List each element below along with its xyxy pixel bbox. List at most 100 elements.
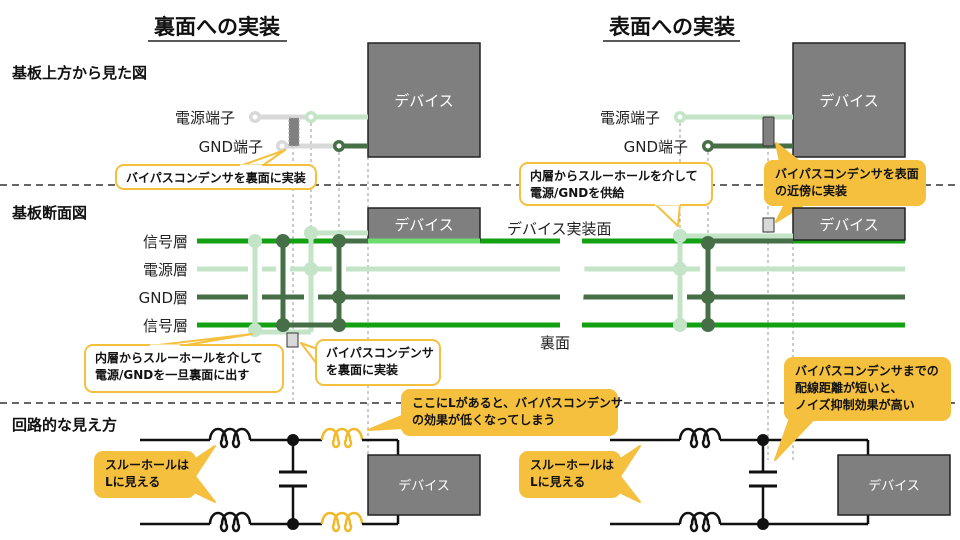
via-pad xyxy=(276,234,290,248)
device-label: デバイス xyxy=(398,478,450,494)
device-label: デバイス xyxy=(868,478,920,494)
via-inductor xyxy=(678,511,722,533)
callout-pointer xyxy=(654,203,681,227)
callout-pointer xyxy=(367,414,405,431)
section-cross-section: 基板断面図 xyxy=(11,204,87,222)
via-pad xyxy=(332,234,346,248)
section-circuit: 回路的な見え方 xyxy=(12,416,117,434)
layer-label: GND層 xyxy=(139,289,188,307)
device-circuit xyxy=(837,454,951,516)
callout-box xyxy=(401,389,618,436)
back-surface-label: 裏面 xyxy=(540,334,570,352)
callout-text: スルーホールは xyxy=(105,458,189,472)
callout-text: 内層からスルーホールを介して xyxy=(95,350,263,365)
device-label: デバイス xyxy=(394,216,454,234)
bypass-capacitor-backside xyxy=(288,117,300,147)
callout-text: バイパスコンデンサを表面 xyxy=(775,166,919,181)
title-back-mount: 裏面への実装 xyxy=(153,15,280,39)
device-top-front xyxy=(792,42,906,158)
gnd-terminal-hole xyxy=(705,143,711,149)
callout-text: ノイズ抑制効果が高い xyxy=(795,397,915,412)
via-pad xyxy=(332,318,346,332)
power-via-hole xyxy=(308,114,314,120)
callout-text: バイパスコンデンサまでの xyxy=(795,363,939,378)
via-pad xyxy=(304,262,318,276)
power-terminal-hole xyxy=(677,114,683,120)
callout-pointer xyxy=(193,474,216,503)
layer-label: 信号層 xyxy=(143,233,188,251)
cross-section-break xyxy=(560,232,585,332)
callout-back-cap: バイパスコンデンサを裏面に実装 xyxy=(300,339,441,386)
via-pad xyxy=(673,262,687,276)
callout-text: の効果が低くなってしまう xyxy=(412,412,555,427)
layer-label: 信号層 xyxy=(143,317,188,335)
extra-inductor xyxy=(320,511,364,533)
junction-dot xyxy=(287,434,299,446)
power-terminal-label: 電源端子 xyxy=(175,109,235,127)
device-label: デバイス xyxy=(394,92,454,110)
junction-dot xyxy=(287,518,299,530)
power-terminal-hole xyxy=(252,114,258,120)
callout-box xyxy=(519,162,713,206)
via-inductor xyxy=(208,511,252,533)
via-pad xyxy=(248,234,262,248)
callout-via-inductance-left: スルーホールは Lに見える xyxy=(94,445,216,503)
power-terminal-label: 電源端子 xyxy=(600,109,660,127)
junction-dot xyxy=(757,518,769,530)
callout-box xyxy=(764,160,926,206)
via-pad xyxy=(673,229,687,243)
via-pad xyxy=(332,290,346,304)
callout-text: Lに見える xyxy=(530,474,585,489)
via-pad xyxy=(673,318,687,332)
device-top-back xyxy=(367,42,481,158)
device-label: デバイス xyxy=(819,216,879,234)
device-cross-back xyxy=(367,207,481,241)
bypass-capacitor-front-cross xyxy=(762,217,775,233)
bypass-capacitor-front xyxy=(762,116,775,147)
callout-text: 配線距離が短いと、 xyxy=(795,380,903,395)
callout-box xyxy=(784,357,951,421)
device-label: デバイス xyxy=(819,92,879,110)
via-pad xyxy=(701,290,715,304)
title-front-mount: 表面への実装 xyxy=(609,15,735,39)
gnd-terminal-label: GND端子 xyxy=(199,138,263,156)
callout-box xyxy=(315,339,441,386)
callout-box xyxy=(115,164,317,190)
via-inductor xyxy=(208,427,252,449)
callout-text: を裏面に実装 xyxy=(326,362,398,377)
via-inductor xyxy=(678,427,722,449)
callout-text: の近傍に実装 xyxy=(775,183,847,198)
mount-surface-label: デバイス実装面 xyxy=(507,220,612,238)
callout-text: Lに見える xyxy=(105,474,160,489)
device-cross-front xyxy=(792,207,906,241)
via-pad xyxy=(701,318,715,332)
via-pad xyxy=(304,226,318,240)
callout-box xyxy=(84,344,284,393)
callout-text: バイパスコンデンサ xyxy=(326,345,434,360)
callout-text: 電源/GNDを一旦裏面に出す xyxy=(95,367,249,382)
section-top-view: 基板上方から見た図 xyxy=(11,64,147,82)
callout-text: 内層からスルーホールを介して xyxy=(530,168,698,183)
extra-inductor xyxy=(320,427,364,449)
junction-dot xyxy=(757,434,769,446)
device-circuit xyxy=(367,454,481,516)
gnd-terminal-hole xyxy=(279,143,285,149)
callout-text: 電源/GNDを供給 xyxy=(530,185,625,200)
gnd-via-hole xyxy=(336,143,342,149)
bypass-capacitor-backside-cross xyxy=(286,332,299,348)
via-pad xyxy=(276,318,290,332)
callout-text: ここにLがあると、バイパスコンデンサ xyxy=(412,395,623,410)
via-pad xyxy=(701,236,715,250)
gnd-terminal-label: GND端子 xyxy=(624,138,688,156)
callout-text: バイパスコンデンサを裏面に実装 xyxy=(126,170,306,185)
callout-back-top: バイパスコンデンサを裏面に実装 xyxy=(115,149,317,190)
layer-label: 電源層 xyxy=(143,261,188,279)
callout-text: スルーホールは xyxy=(530,458,614,472)
callout-pointer xyxy=(618,445,641,479)
callout-pointer xyxy=(193,445,216,479)
